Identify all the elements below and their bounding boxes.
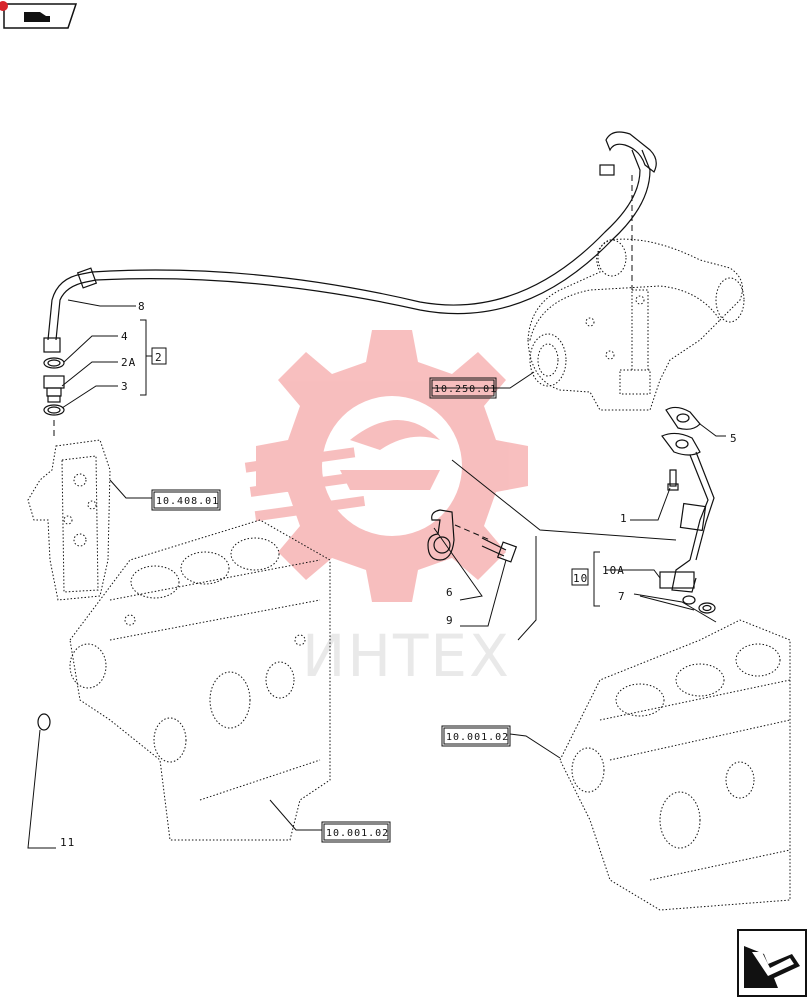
- turbocharger: [527, 238, 745, 411]
- callout-10: 10: [573, 572, 588, 585]
- clamp-and-bolt: [427, 509, 518, 563]
- watermark-gear-icon: [244, 330, 528, 602]
- callout-2: 2: [155, 351, 163, 364]
- union-fitting-assembly: [43, 357, 65, 416]
- leader-lines: [27, 299, 726, 849]
- engine-block-right: [559, 619, 791, 911]
- callout-11: 11: [60, 836, 75, 849]
- ref-box-block-right[interactable]: 10.001.02: [441, 725, 511, 747]
- callout-2-box: 2: [151, 347, 167, 365]
- callout-5: 5: [730, 432, 738, 445]
- callout-2a: 2A: [121, 356, 136, 369]
- callout-9: 9: [446, 614, 454, 627]
- bolt-1: [667, 469, 679, 491]
- ref-turbo[interactable]: 10.250.01: [434, 384, 497, 395]
- callout-1: 1: [620, 512, 628, 525]
- ref-filter[interactable]: 10.408.01: [156, 496, 219, 507]
- callout-10a: 10A: [602, 564, 625, 577]
- gasket-and-return-pipe: [659, 406, 716, 614]
- book-arrow-icon[interactable]: [0, 1, 78, 29]
- plug-11: [37, 713, 51, 731]
- callout-8: 8: [138, 300, 146, 313]
- ref-block-right[interactable]: 10.001.02: [446, 732, 509, 743]
- callout-6: 6: [446, 586, 454, 599]
- ref-box-filter[interactable]: 10.408.01: [151, 489, 221, 511]
- callout-10-box: 10: [571, 568, 589, 586]
- ref-block-left[interactable]: 10.001.02: [326, 828, 389, 839]
- watermark-text: ИНТЕХ: [302, 622, 511, 690]
- callout-3: 3: [121, 380, 129, 393]
- engine-block-left: [69, 519, 331, 841]
- callout-4: 4: [121, 330, 129, 343]
- next-page-arrow-icon[interactable]: [737, 929, 807, 997]
- ref-box-block-left[interactable]: 10.001.02: [321, 821, 391, 843]
- oil-feed-pipe: [43, 131, 657, 353]
- filter-housing: [27, 439, 111, 601]
- ref-box-turbo[interactable]: 10.250.01: [429, 377, 497, 399]
- callout-7: 7: [618, 590, 626, 603]
